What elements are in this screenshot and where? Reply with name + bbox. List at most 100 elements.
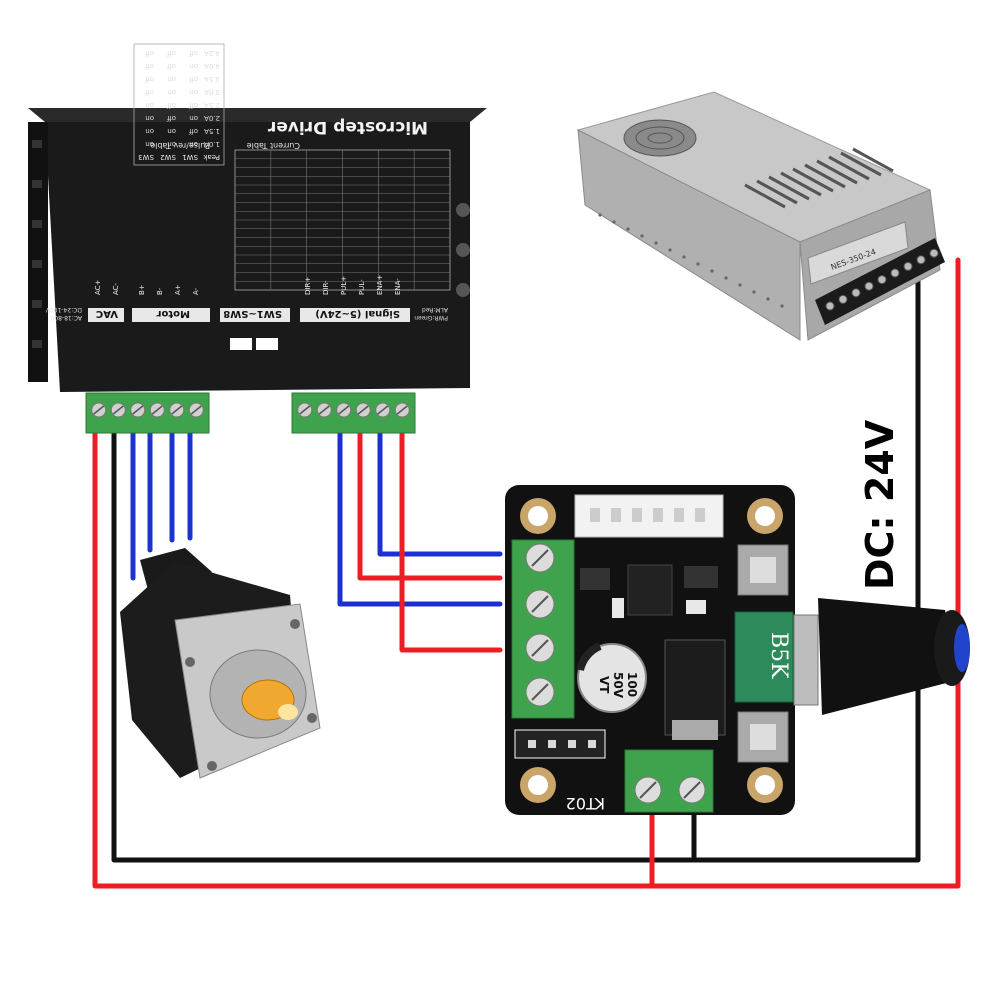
- smd-component: [686, 600, 706, 614]
- driver-signal-terminal: [291, 392, 416, 434]
- mosfet: [664, 639, 726, 736]
- knob-body: [818, 598, 958, 715]
- current-table-cell: off: [145, 49, 154, 57]
- driver-power-motor-terminal: [85, 392, 210, 434]
- current-table-cell: 1.5A: [204, 127, 220, 135]
- motor-flange-bolt: [207, 761, 217, 771]
- motor-pin-label: A-: [192, 287, 200, 295]
- stepper-motor: [120, 548, 321, 779]
- input-voltage-note-2: DC:24-100V: [45, 306, 82, 313]
- current-table-cell: 3.5A: [204, 75, 220, 83]
- capacitor-label: 100: [625, 672, 639, 697]
- current-table: PeakSW1SW2SW31.0Aononon1.5Aoffonon2.0Aon…: [133, 43, 225, 166]
- psu-front-face: [577, 129, 801, 341]
- driver-body: [45, 122, 470, 392]
- current-table-cell: 2.0A: [204, 114, 220, 122]
- driver-negative-wire: [111, 277, 921, 863]
- pot-label: B5K: [766, 632, 791, 679]
- signal-wire-pul-plus: [399, 422, 503, 653]
- signal-wire-ena-minus: [337, 422, 503, 607]
- pin-labels: ENA-ENA+PUL-PUL+DIR-DIR+A-A+B-B+AC-AC+: [94, 275, 402, 295]
- current-table-cell: on: [145, 140, 154, 148]
- psu-label-plate: [807, 221, 909, 285]
- psu-terminal-screw[interactable]: [877, 275, 887, 285]
- status-led-note-2: ALM:Red: [422, 306, 448, 313]
- signal-pin-label: PUL+: [340, 276, 348, 295]
- current-table-cell: 1.0A: [204, 140, 220, 148]
- potentiometer-body: [734, 611, 794, 703]
- signal-pin-label: DIR-: [322, 280, 330, 295]
- current-table-cell: 3.0A: [204, 88, 220, 96]
- psu-terminal-screws: [825, 248, 939, 311]
- psu-terminal-screw[interactable]: [838, 294, 848, 304]
- current-table-header: SW3: [138, 153, 154, 161]
- potentiometer-knob[interactable]: [793, 598, 970, 715]
- mount-screw: [456, 243, 470, 257]
- current-table-cell: on: [167, 75, 176, 83]
- psu-terminal-screw[interactable]: [903, 261, 913, 271]
- current-table-cell: 4.0A: [204, 62, 220, 70]
- current-table-cell: on: [145, 127, 154, 135]
- current-table-cell: on: [189, 140, 198, 148]
- smd-component: [684, 566, 718, 588]
- input-voltage-note: AC:18-80V: [49, 314, 82, 321]
- current-table-cell: off: [167, 101, 176, 109]
- current-table-cell: 4.2A: [204, 49, 220, 57]
- current-table-cell: off: [145, 75, 154, 83]
- capacitor-label-voltage: 50V: [611, 672, 625, 699]
- capacitor-label-series: VT: [597, 676, 611, 694]
- mount-screw: [456, 203, 470, 217]
- current-table-title: Current Table: [247, 141, 300, 150]
- psu-terminal-screw[interactable]: [929, 248, 939, 258]
- current-table-header: SW2: [160, 153, 176, 161]
- driver-positive-wire: [92, 257, 961, 889]
- dip-switch[interactable]: [256, 338, 278, 350]
- knob-cap: [954, 624, 970, 672]
- psu-terminal-screw[interactable]: [890, 268, 900, 278]
- current-table-cell: off: [167, 114, 176, 122]
- current-table-cell: on: [167, 140, 176, 148]
- signal-wire-ena-plus: [357, 422, 503, 581]
- knob-nut: [793, 614, 819, 706]
- microstep-driver: Microstep Driver Current Table PeakSW1SW…: [28, 43, 487, 434]
- current-table-cell: 2.5A: [204, 101, 220, 109]
- power-supply: NES-350-24: [576, 91, 945, 341]
- current-table-cell: off: [167, 49, 176, 57]
- psu-terminal-screw[interactable]: [864, 281, 874, 291]
- current-table-cell: on: [167, 88, 176, 96]
- dip-switch[interactable]: [230, 338, 252, 350]
- vac-pin-label: AC-: [112, 282, 120, 295]
- motor-pin-label: B-: [156, 287, 164, 295]
- electrolytic-capacitor: [577, 643, 647, 713]
- pwm-controller-board: 100 50V VT B5K KT02: [505, 485, 795, 815]
- smd-component: [580, 568, 610, 590]
- fan-grille: [623, 119, 697, 157]
- current-table-cell: on: [189, 114, 198, 122]
- current-table-cell: on: [189, 88, 198, 96]
- current-table-cell: on: [167, 127, 176, 135]
- power-voltage-label: DC: 24V: [858, 419, 902, 590]
- ic-chip: [627, 564, 673, 616]
- motor-group-label: Motor: [157, 308, 190, 319]
- vent-slots: [598, 147, 894, 308]
- signal-pin-label: ENA+: [376, 275, 384, 295]
- signal-wire-pul-minus: [377, 422, 503, 557]
- signal-pin-label: DIR+: [304, 277, 312, 295]
- signal-pin-label: ENA-: [394, 278, 402, 295]
- motor-pin-label: A+: [174, 284, 182, 295]
- vac-group-label: VAC: [96, 308, 118, 319]
- current-table-cell: off: [145, 88, 154, 96]
- psu-terminal-screw[interactable]: [916, 255, 926, 265]
- current-table-cell: off: [189, 75, 198, 83]
- board-label: KT02: [566, 794, 605, 813]
- driver-top-flange: [28, 108, 487, 122]
- psu-terminal-screw[interactable]: [851, 288, 861, 298]
- current-table-cell: on: [189, 62, 198, 70]
- current-table-cell: off: [167, 62, 176, 70]
- switch-group-label: SW1~SW8: [223, 308, 282, 319]
- motor-pin-label: B+: [138, 284, 146, 295]
- vac-pin-label: AC+: [94, 279, 102, 295]
- psu-terminal-screw[interactable]: [825, 301, 835, 311]
- driver-title: Microstep Driver: [267, 117, 428, 137]
